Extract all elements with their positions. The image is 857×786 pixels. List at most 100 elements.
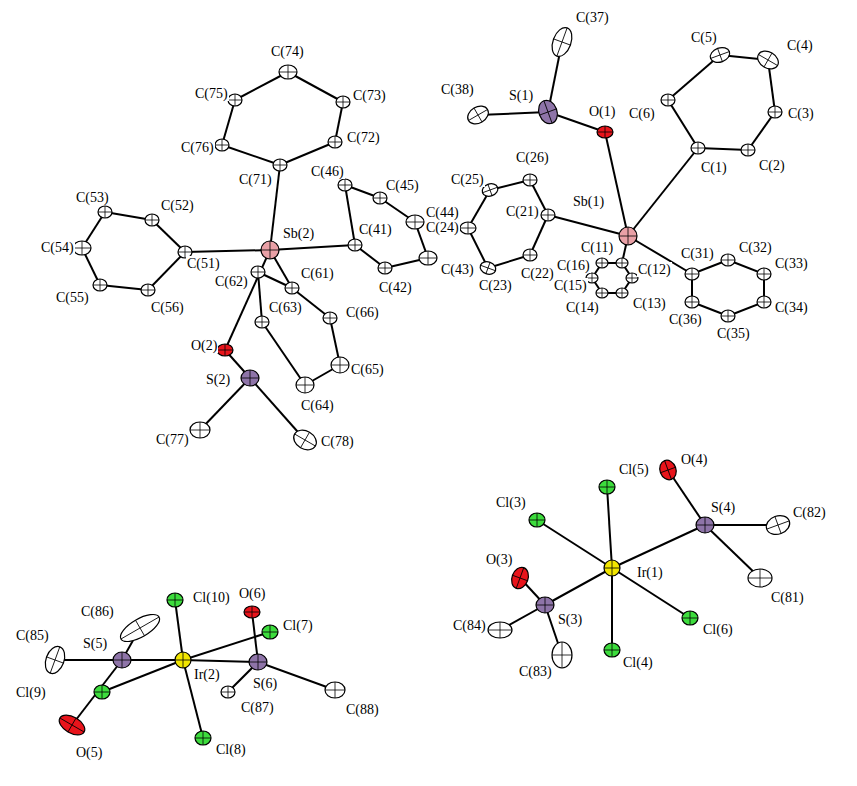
thermal-ellipsoid — [285, 282, 299, 294]
bond — [345, 185, 355, 245]
principal-axis — [530, 249, 531, 261]
principal-axis — [775, 106, 776, 118]
principal-axis — [764, 53, 772, 67]
principal-axis — [612, 560, 613, 576]
ellipsoid-outline — [251, 266, 265, 278]
atom-label: S(3) — [557, 612, 583, 627]
bond — [288, 72, 343, 102]
principal-axis — [548, 209, 549, 221]
ellipsoid-outline — [175, 652, 191, 668]
principal-axis — [270, 241, 271, 259]
ellipsoid-outline — [56, 711, 88, 739]
thermal-ellipsoid — [296, 377, 314, 393]
ellipsoid-outline — [221, 686, 235, 698]
atom-label: C(88) — [345, 702, 380, 717]
bond — [705, 525, 760, 578]
ellipsoid-outline — [190, 422, 210, 438]
atom-label: C(25) — [450, 172, 485, 187]
ellipsoid-outline — [116, 609, 163, 647]
principal-axis — [468, 222, 469, 234]
ellipsoid-outline — [279, 65, 297, 79]
thermal-ellipsoid — [548, 25, 575, 59]
principal-axis — [345, 179, 346, 191]
atom-label: C(71) — [238, 172, 273, 187]
ellipsoid-outline — [323, 312, 337, 324]
ellipsoid-outline — [167, 593, 183, 607]
atom-label: C(43) — [440, 262, 475, 277]
principal-axis — [203, 731, 204, 745]
atom-label: C(2) — [758, 158, 786, 173]
thermal-ellipsoid — [721, 254, 735, 266]
bond — [225, 250, 270, 350]
thermal-ellipsoid — [616, 288, 628, 298]
principal-axis — [705, 517, 706, 533]
ellipsoid-outline — [616, 258, 628, 268]
bond — [72, 660, 122, 725]
thermal-ellipsoid — [228, 94, 242, 106]
ellipsoid-outline — [217, 344, 233, 356]
thermal-ellipsoid — [373, 192, 387, 204]
atom-label: C(11) — [580, 240, 614, 255]
ellipsoid-outline — [657, 458, 679, 482]
principal-axis — [121, 617, 159, 639]
bond — [262, 322, 305, 385]
ellipsoid-outline — [338, 179, 352, 191]
thermal-ellipsoid — [509, 565, 532, 591]
ellipsoid-outline — [529, 513, 545, 527]
ellipsoid-outline — [661, 94, 675, 106]
thermal-ellipsoid — [325, 682, 345, 698]
principal-axis — [728, 310, 729, 322]
principal-axis — [428, 251, 429, 265]
atom-label: C(61) — [300, 266, 335, 281]
atom-label: C(13) — [632, 296, 667, 311]
thermal-ellipsoid — [348, 239, 362, 251]
ellipsoid-outline — [419, 251, 437, 265]
thermal-ellipsoid — [328, 136, 342, 148]
thermal-ellipsoid — [42, 644, 68, 676]
thermal-ellipsoid — [217, 344, 233, 356]
ellipsoid-outline — [748, 569, 772, 587]
ellipsoid-outline — [535, 98, 560, 127]
atom-label: C(52) — [160, 198, 195, 213]
principal-axis — [474, 108, 482, 122]
thermal-ellipsoid — [116, 609, 163, 647]
principal-axis — [622, 258, 623, 268]
principal-axis — [183, 652, 184, 668]
ellipsoid-outline — [285, 282, 299, 294]
thermal-ellipsoid — [599, 480, 615, 494]
atom-label: C(35) — [716, 326, 751, 341]
principal-axis — [50, 647, 60, 673]
ellipsoid-outline — [145, 214, 159, 226]
principal-axis — [250, 370, 251, 386]
atom-label: S(5) — [82, 636, 108, 651]
principal-axis — [602, 288, 603, 298]
atom-label: C(86) — [80, 604, 115, 619]
atom-label: C(81) — [770, 590, 805, 605]
atom-label: C(5) — [690, 30, 718, 45]
principal-axis — [305, 377, 306, 393]
atom-label: C(51) — [186, 256, 221, 271]
ellipsoid-outline — [331, 357, 349, 373]
atom-label: C(16) — [556, 258, 591, 273]
principal-axis — [222, 139, 223, 151]
atom-label: C(53) — [75, 190, 110, 205]
bond — [148, 252, 185, 290]
principal-axis — [252, 606, 253, 618]
atom-label: Cl(6) — [702, 622, 734, 637]
atom-label: Cl(4) — [622, 655, 654, 670]
atom-label: C(84) — [452, 618, 487, 633]
atom-label: O(5) — [75, 745, 103, 760]
thermal-ellipsoid — [221, 686, 235, 698]
bond — [222, 100, 235, 145]
thermal-ellipsoid — [535, 98, 560, 127]
principal-axis — [235, 94, 236, 106]
atom-label: C(37) — [575, 10, 610, 25]
thermal-ellipsoid — [195, 731, 211, 745]
thermal-ellipsoid — [604, 560, 620, 576]
ellipsoid-outline — [548, 25, 575, 59]
atom-label: C(76) — [180, 140, 215, 155]
atom-label: Cl(3) — [495, 495, 527, 510]
thermal-ellipsoid — [290, 426, 320, 454]
atom-label: C(45) — [385, 178, 420, 193]
principal-axis — [562, 642, 563, 668]
